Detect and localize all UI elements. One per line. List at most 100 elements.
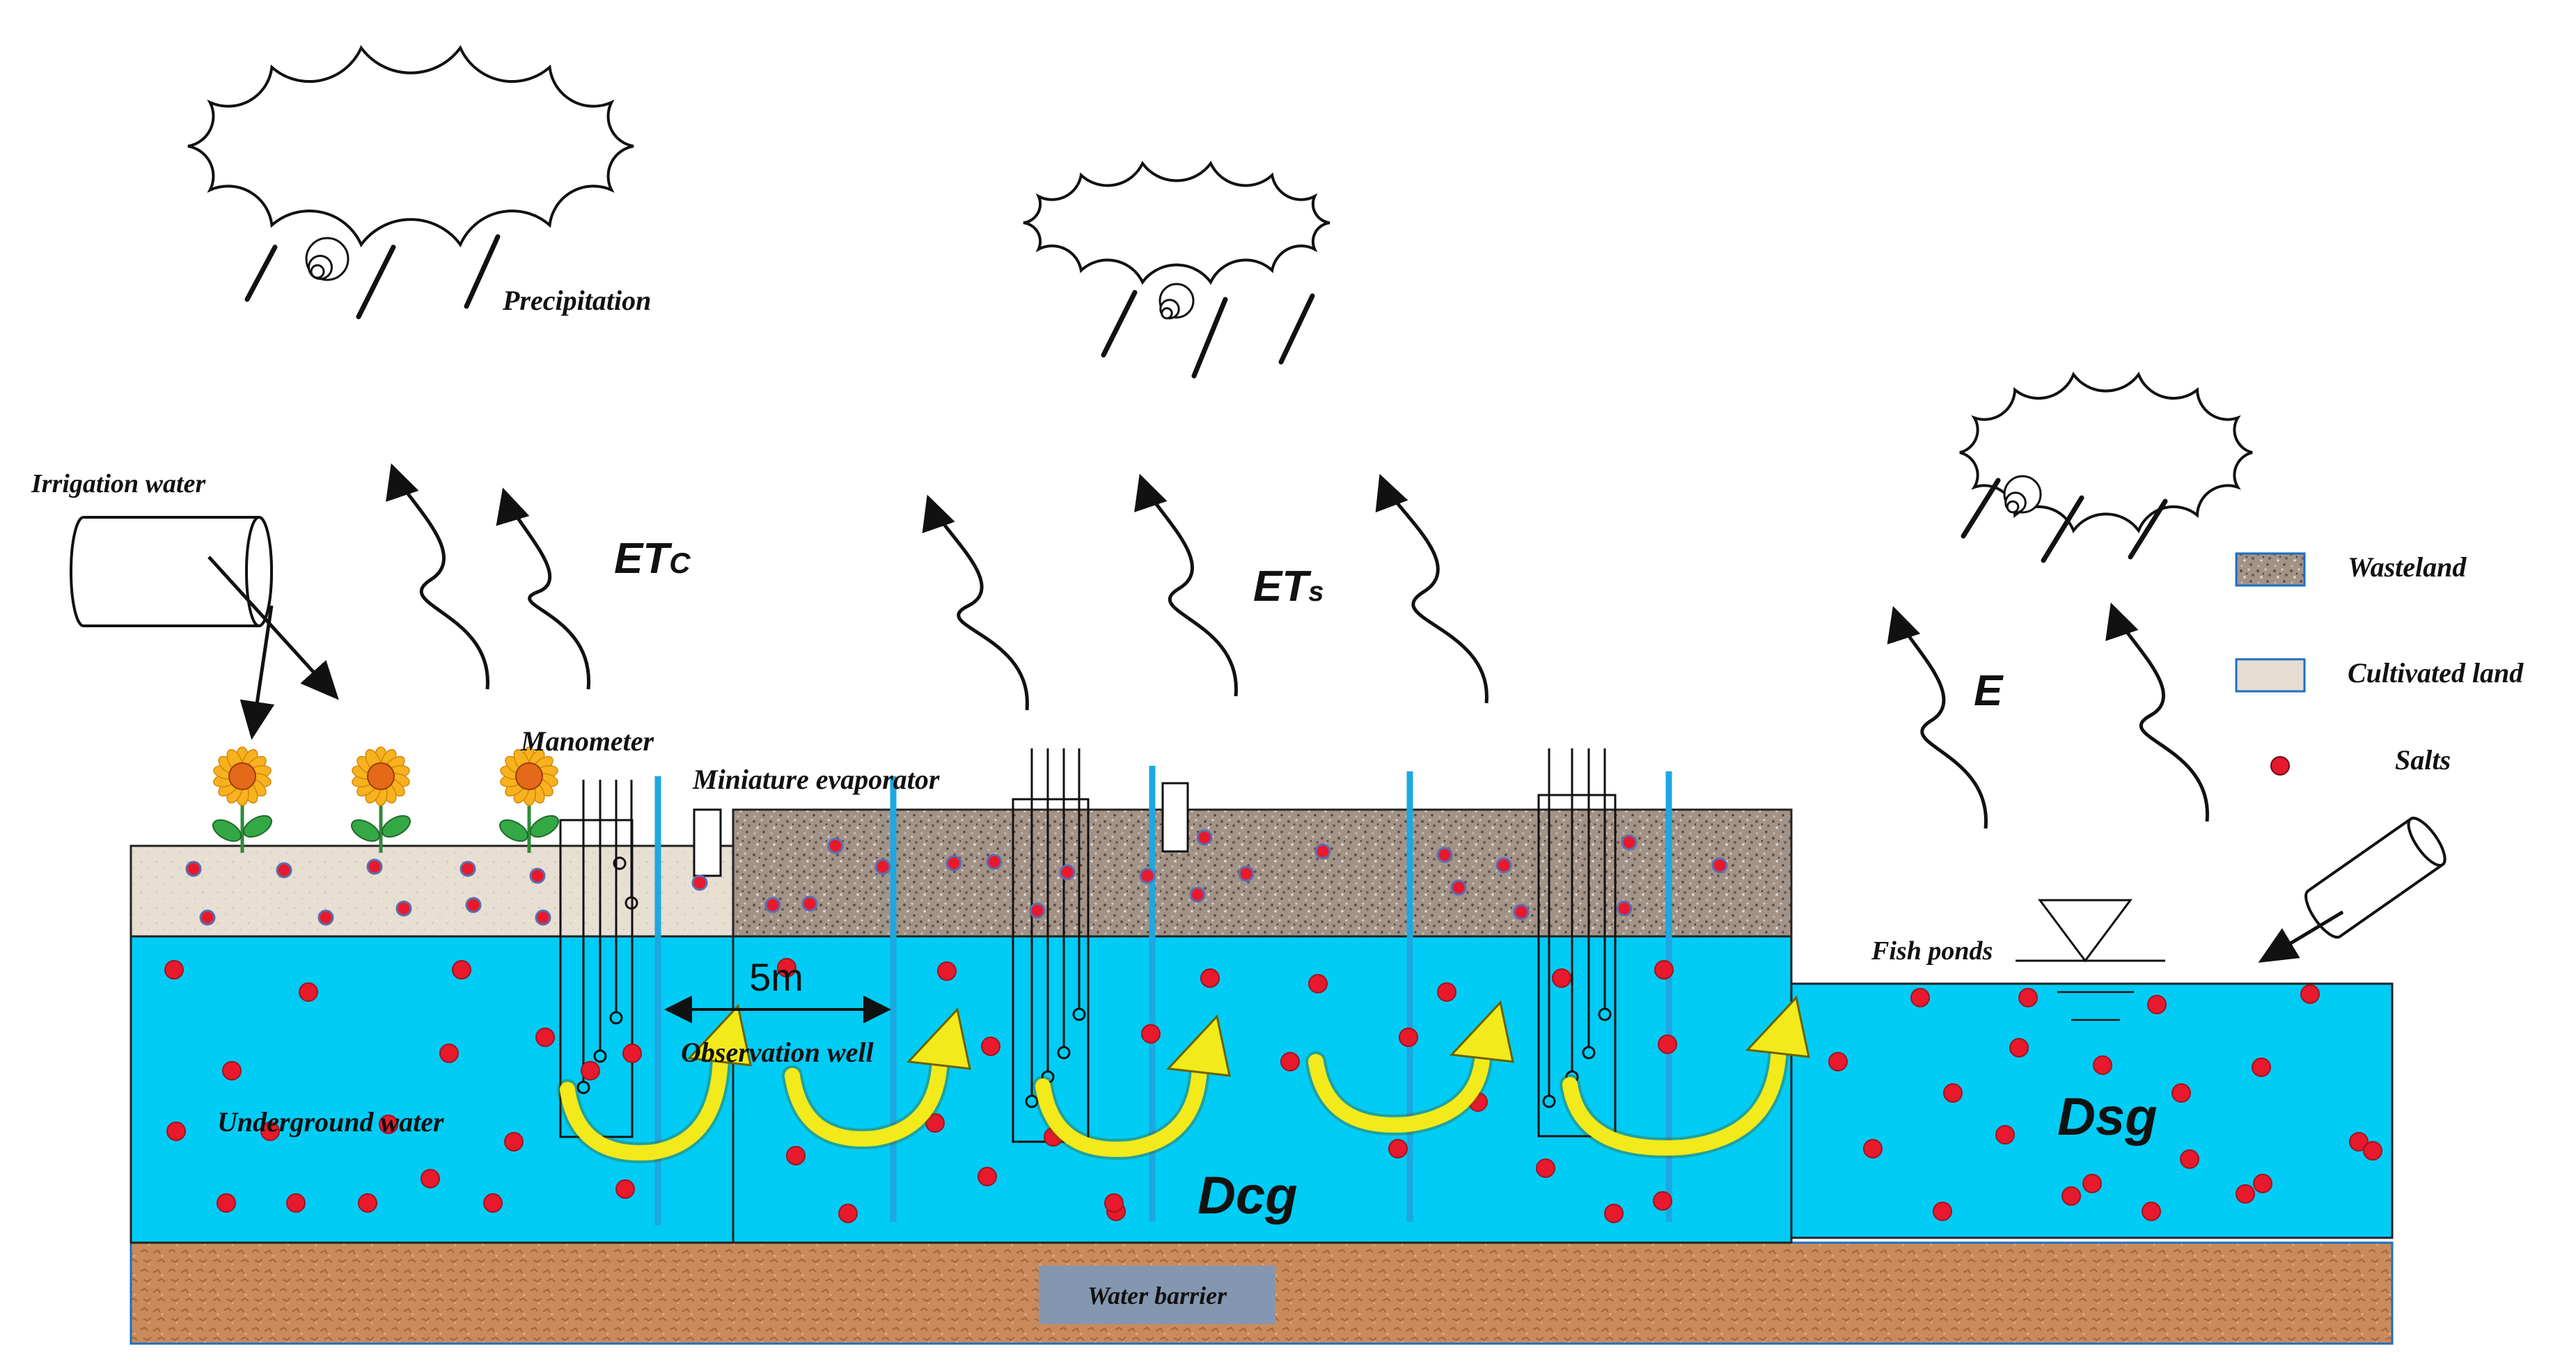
irrigation-water-label: Irrigation water xyxy=(31,469,206,498)
distance-label: 5m xyxy=(749,955,803,999)
flow-arrow-icon xyxy=(785,1047,948,1147)
salt-dot xyxy=(483,1193,503,1213)
legend-wasteland-label: Wasteland xyxy=(2348,551,2467,583)
salt-dot xyxy=(317,909,334,926)
e-label: E xyxy=(1974,667,2004,715)
sunflower-icon xyxy=(212,746,272,853)
evapotranspiration-arrow-icon xyxy=(2105,602,2209,822)
salt-dot xyxy=(1552,968,1571,988)
salt-dot xyxy=(529,867,546,884)
salt-dot xyxy=(2093,1055,2112,1075)
salt-dot xyxy=(164,960,184,980)
salt-dot xyxy=(1141,1024,1161,1044)
rain-icon xyxy=(356,244,396,320)
evapotranspiration-arrow-icon xyxy=(1887,606,1988,829)
water-level-icon xyxy=(2016,899,2165,1021)
salt-dot xyxy=(2180,1149,2199,1169)
salt-dot xyxy=(1711,857,1728,874)
rain-icon xyxy=(1191,297,1228,379)
salt-dot xyxy=(581,1061,600,1080)
water-barrier-text: Water barrier xyxy=(1087,1282,1227,1310)
salt-dot xyxy=(2009,1038,2029,1058)
salt-dot xyxy=(786,1146,806,1165)
salt-dot xyxy=(379,1115,398,1134)
salt-dot xyxy=(801,895,818,912)
manometer-label: Manometer xyxy=(520,725,654,757)
salt-dot xyxy=(2252,1058,2271,1077)
distance-marker: 5m xyxy=(664,955,891,1023)
legend-cultivated-land-label: Cultivated land xyxy=(2348,657,2524,689)
salt-dot xyxy=(452,960,471,980)
salt-dot xyxy=(2300,984,2320,1004)
legend-item-cultivated-land: Cultivated land xyxy=(2235,657,2524,693)
salt-dot xyxy=(1388,1139,1408,1158)
salt-dot xyxy=(286,1193,306,1213)
cultivated-land-layer xyxy=(129,844,735,938)
evapotranspiration-arrow-icon xyxy=(922,494,1029,711)
salt-dot xyxy=(1653,1191,1672,1211)
salt-dot xyxy=(937,961,957,981)
salt-dot xyxy=(1933,1202,1952,1221)
cloud-evaporation-pond xyxy=(1959,371,2253,563)
et-s-label: ETs xyxy=(1253,563,1324,611)
cloud-evaporation-wasteland xyxy=(1023,160,1330,379)
flow-arrow-icon xyxy=(560,1044,728,1161)
salt-dot xyxy=(222,1061,242,1080)
salt-dot xyxy=(1280,1052,1300,1071)
salt-dot xyxy=(460,860,476,877)
water-barrier-label: Water barrier xyxy=(1039,1266,1275,1324)
salt-dot xyxy=(1828,1052,1848,1071)
salt-dot xyxy=(986,854,1003,870)
et-c-label: ETC xyxy=(614,535,691,583)
salt-dot xyxy=(827,838,844,854)
precipitation-label: Precipitation xyxy=(502,285,651,316)
salt-dot xyxy=(2236,1184,2255,1204)
salt-dot xyxy=(1863,1139,1883,1158)
salt-dots xyxy=(164,829,2382,1223)
salt-dot xyxy=(1200,968,1220,988)
legend-salts-label: Salts xyxy=(2395,744,2451,776)
salt-dot xyxy=(2142,1202,2161,1221)
salt-dot xyxy=(1436,847,1453,863)
pipe-icon-salt-input xyxy=(2258,817,2447,963)
evapotranspiration-arrow-icon xyxy=(386,463,489,690)
rain-icon xyxy=(244,244,278,302)
salt-dot xyxy=(1308,974,1328,993)
evapotranspiration-arrows xyxy=(386,463,2209,829)
rain-icon xyxy=(464,234,501,309)
salt-dot xyxy=(2363,1141,2382,1161)
dsg-label: Dsg xyxy=(2057,1087,2158,1147)
salt-dot xyxy=(945,855,962,872)
salt-dot xyxy=(535,1028,555,1047)
salt-dot xyxy=(1238,865,1255,882)
soil-layers xyxy=(129,808,2394,1345)
salt-dot xyxy=(1654,960,1674,980)
salt-dot xyxy=(276,862,292,879)
observation-well-label: Observation well xyxy=(681,1037,874,1068)
legend: Wasteland Cultivated land Salts xyxy=(2235,551,2524,776)
salt-dot xyxy=(615,1179,635,1199)
rain-icon xyxy=(2128,498,2168,560)
salt-dot xyxy=(1104,1193,1124,1213)
cloud-icon xyxy=(187,45,634,248)
salt-dot xyxy=(1029,902,1046,919)
salt-dot xyxy=(358,1193,377,1213)
flow-arrow-icon xyxy=(1562,1035,1786,1156)
salt-dot xyxy=(166,1122,186,1141)
salt-dot xyxy=(185,860,202,877)
salt-dot xyxy=(1189,886,1206,903)
salt-dot xyxy=(981,1037,1000,1056)
salt-dot xyxy=(465,897,482,913)
salt-dot-icon xyxy=(2270,756,2290,776)
salt-dot xyxy=(535,909,551,926)
salt-dot xyxy=(1910,988,1930,1007)
salt-dot xyxy=(1513,904,1530,920)
miniature-evaporators xyxy=(693,782,1189,877)
salt-dot xyxy=(2147,995,2167,1014)
sunflower-icon xyxy=(499,746,559,853)
salt-dot xyxy=(1658,1035,1677,1054)
legend-item-salts: Salts xyxy=(2270,744,2451,776)
salt-dot xyxy=(217,1193,236,1213)
salt-dot xyxy=(299,982,318,1002)
salt-dot xyxy=(395,900,412,917)
